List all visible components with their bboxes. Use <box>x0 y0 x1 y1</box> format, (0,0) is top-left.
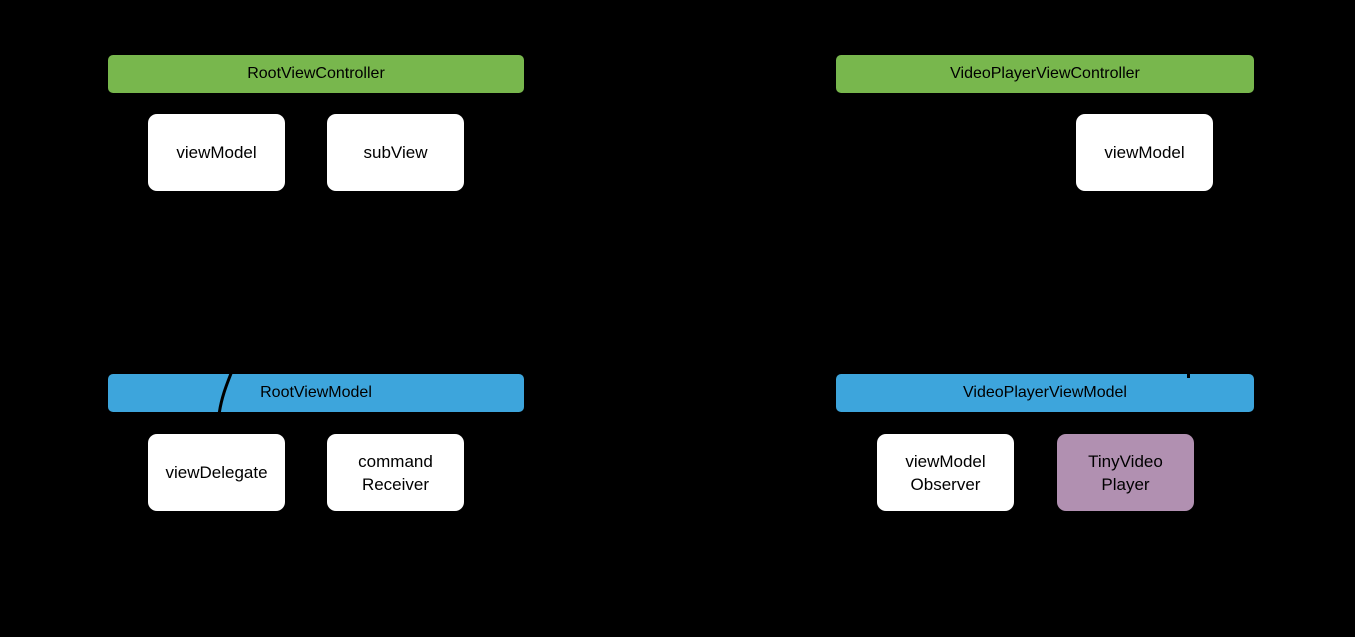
header-video-player-view-controller: VideoPlayerViewController <box>836 55 1254 93</box>
header-root-view-model-label: RootViewModel <box>260 384 372 401</box>
node-root-viewdelegate: viewDelegate <box>148 434 285 511</box>
node-videoplayer-viewmodel: viewModel <box>1076 114 1213 191</box>
node-videoplayer-viewmodelobserver: viewModel Observer <box>877 434 1014 511</box>
node-tiny-video-player-label: TinyVideo Player <box>1088 451 1163 494</box>
node-root-viewmodel: viewModel <box>148 114 285 191</box>
connector-line-tick <box>1187 374 1190 378</box>
node-videoplayer-viewmodel-label: viewModel <box>1104 143 1185 162</box>
node-root-commandreceiver-label: command Receiver <box>358 451 433 494</box>
header-root-view-controller-label: RootViewController <box>247 65 385 82</box>
node-root-subview: subView <box>327 114 464 191</box>
header-video-player-view-model: VideoPlayerViewModel <box>836 374 1254 412</box>
node-tiny-video-player: TinyVideo Player <box>1057 434 1194 511</box>
header-video-player-view-controller-label: VideoPlayerViewController <box>950 65 1140 82</box>
header-video-player-view-model-label: VideoPlayerViewModel <box>963 384 1127 401</box>
node-root-viewmodel-label: viewModel <box>176 143 257 162</box>
node-videoplayer-viewmodelobserver-label: viewModel Observer <box>905 451 986 494</box>
node-root-subview-label: subView <box>363 143 428 162</box>
node-root-viewdelegate-label: viewDelegate <box>165 463 268 482</box>
node-root-commandreceiver: command Receiver <box>327 434 464 511</box>
header-root-view-model: RootViewModel <box>108 374 524 412</box>
header-root-view-controller: RootViewController <box>108 55 524 93</box>
